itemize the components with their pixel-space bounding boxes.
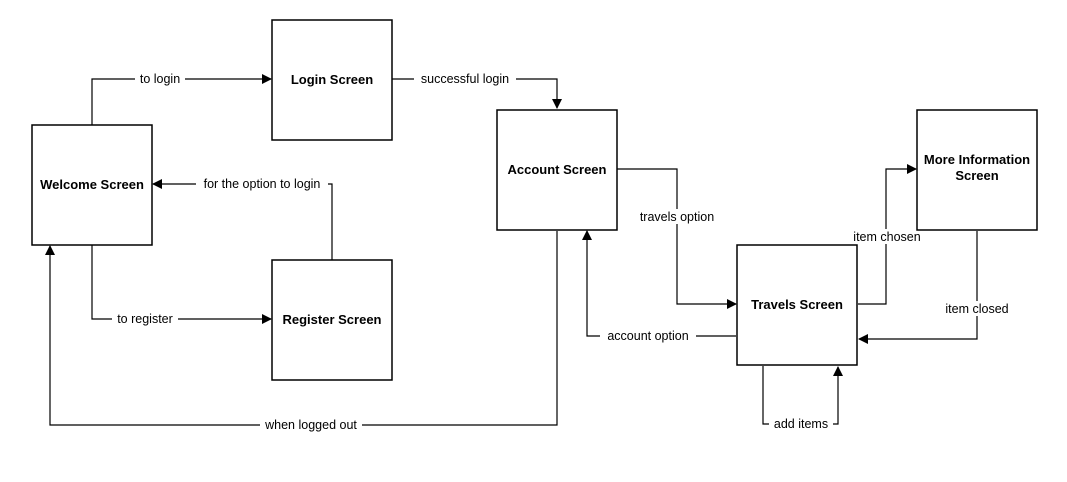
edge-line [762, 366, 843, 425]
edge-label-background [940, 301, 1014, 316]
node-label: Welcome Screen [40, 177, 144, 192]
edge-line [582, 230, 736, 337]
edge-line [91, 74, 272, 125]
node-label-line-2: Screen [955, 168, 998, 183]
edge-label: travels option [640, 210, 714, 224]
edge-label-background [634, 209, 720, 224]
edge-label-background [848, 229, 926, 244]
edge-line [617, 168, 737, 309]
edge-line [152, 179, 333, 260]
edge-label: item chosen [853, 230, 920, 244]
node-box [916, 109, 1038, 231]
edge-moreinfo-to-travels: item closed [858, 231, 1014, 344]
node-label: Travels Screen [751, 297, 843, 312]
edge-account-to-welcome: when logged out [45, 231, 558, 432]
edge-line [91, 245, 272, 324]
node-box [31, 124, 153, 246]
edge-label-background [600, 328, 696, 343]
edge-travels-to-account: account option [582, 230, 736, 343]
node-more-information-screen: More Information Screen [916, 109, 1038, 231]
edge-label-background [135, 71, 185, 86]
edge-account-to-travels: travels option [617, 168, 737, 309]
node-register-screen: Register Screen [271, 259, 393, 381]
edge-label: successful login [421, 72, 509, 86]
edge-label: to login [140, 72, 180, 86]
node-box [271, 19, 393, 141]
edge-travels-self-loop: add items [762, 366, 843, 431]
node-welcome-screen: Welcome Screen [31, 124, 153, 246]
edge-label: add items [774, 417, 828, 431]
edge-label-background [260, 417, 362, 432]
edge-label-background [769, 416, 833, 431]
edge-label: for the option to login [204, 177, 321, 191]
node-travels-screen: Travels Screen [736, 244, 858, 366]
node-label-line-1: More Information [924, 152, 1030, 167]
edge-label: when logged out [264, 418, 357, 432]
edge-welcome-to-register: to register [91, 245, 272, 326]
edge-login-to-account: successful login [392, 71, 562, 109]
edge-line [858, 231, 978, 344]
edge-welcome-to-login: to login [91, 71, 272, 125]
node-login-screen: Login Screen [271, 19, 393, 141]
edge-label-background [414, 71, 516, 86]
edge-label-background [112, 311, 178, 326]
edge-label: to register [117, 312, 173, 326]
edge-register-to-welcome: for the option to login [152, 176, 333, 260]
node-box [496, 109, 618, 231]
node-label: Login Screen [291, 72, 373, 87]
node-box [736, 244, 858, 366]
node-label: Register Screen [283, 312, 382, 327]
edge-travels-to-moreinfo: item chosen [848, 164, 926, 305]
edge-label: item closed [945, 302, 1008, 316]
node-label: Account Screen [508, 162, 607, 177]
node-box [271, 259, 393, 381]
edge-label: account option [607, 329, 688, 343]
node-account-screen: Account Screen [496, 109, 618, 231]
edge-label-background [196, 176, 328, 191]
